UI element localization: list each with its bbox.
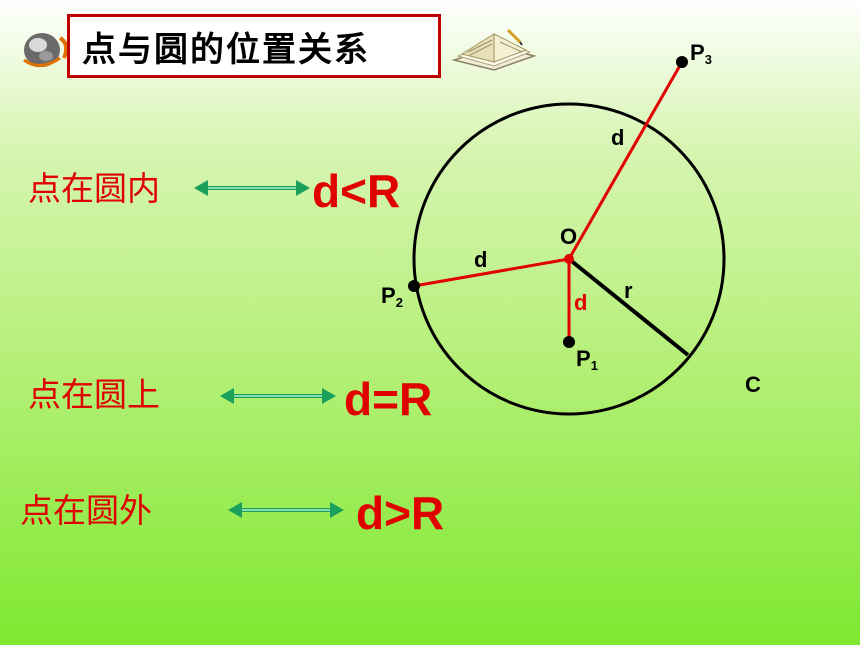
- circle: [412, 102, 726, 416]
- formula-on: d=R: [344, 373, 433, 425]
- point-label-p2: P2: [381, 283, 403, 310]
- point-label-p1: P1: [576, 346, 598, 373]
- segment-o-p3: [567, 61, 684, 260]
- radius-line: [567, 257, 690, 357]
- center-point: [564, 254, 574, 264]
- distance-label-p2: d: [474, 247, 488, 272]
- double-arrow-icon: [220, 388, 336, 404]
- center-label: O: [560, 224, 578, 249]
- segment-o-p2: [413, 257, 570, 288]
- point-label-p3: P3: [690, 40, 712, 67]
- row-label-on: 点在圆上: [28, 375, 160, 414]
- formula-inside: d<R: [312, 165, 401, 217]
- globe-icon: [20, 28, 76, 76]
- point-p3: [676, 56, 688, 68]
- row-label-inside: 点在圆内: [28, 169, 160, 208]
- page-title: 点与圆的位置关系: [67, 14, 441, 78]
- distance-label-p1: d: [574, 290, 588, 315]
- point-p2: [408, 280, 420, 292]
- book-icon: [448, 20, 540, 80]
- double-arrow-icon: [228, 502, 344, 518]
- distance-label-p3: d: [611, 125, 625, 150]
- formula-outside: d>R: [356, 487, 445, 539]
- radius-label: r: [624, 278, 633, 303]
- double-arrow-icon: [194, 180, 310, 196]
- row-label-outside: 点在圆外: [20, 491, 152, 530]
- point-p1: [563, 336, 575, 348]
- circle-label: C: [745, 372, 761, 397]
